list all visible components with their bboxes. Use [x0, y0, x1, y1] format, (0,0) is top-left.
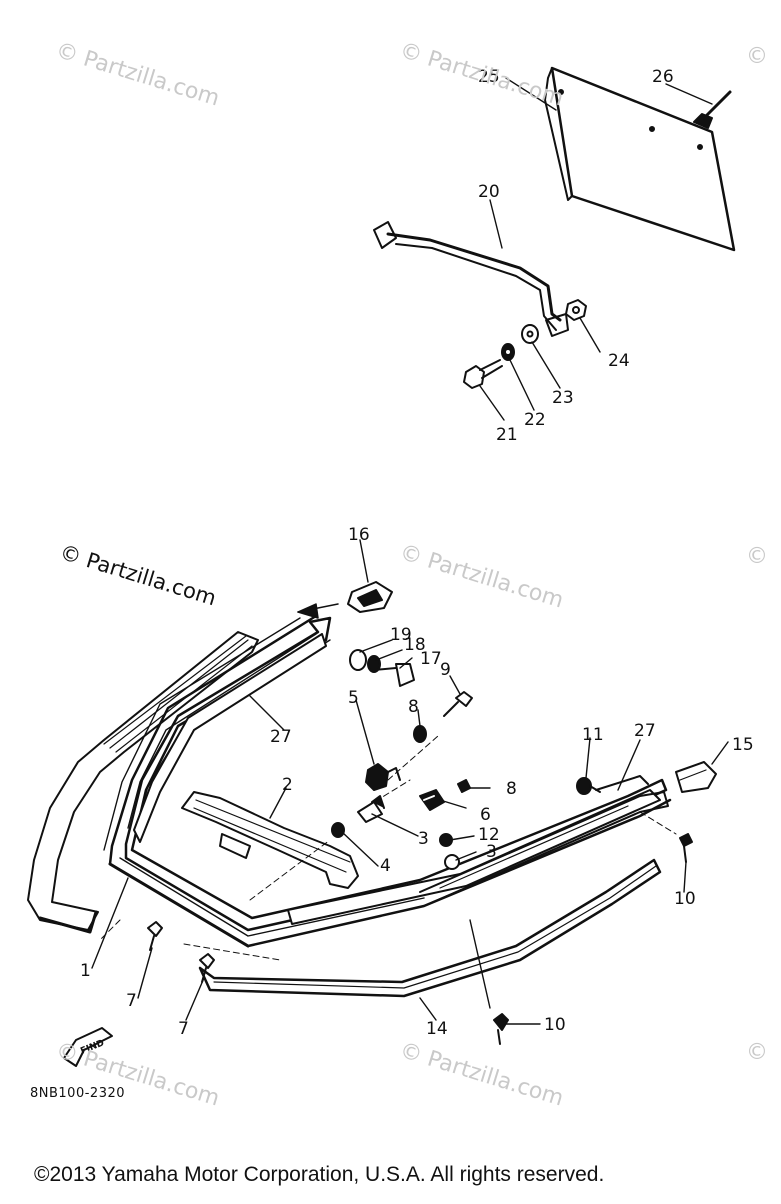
callout-9: 9 — [440, 660, 451, 680]
lower-leaders — [91, 539, 729, 1025]
main-frame — [103, 614, 672, 948]
direction-arrow — [297, 603, 339, 619]
clip-rivet — [693, 90, 732, 129]
callout-12: 12 — [478, 825, 500, 845]
plate-panel — [544, 66, 736, 252]
screw-10a — [679, 833, 693, 863]
watermark-edge: © — [746, 544, 768, 569]
screw-7a — [147, 921, 163, 951]
callout-2: 2 — [282, 775, 293, 795]
nut-24 — [565, 299, 587, 321]
callout-1: 1 — [80, 961, 91, 981]
callout-18: 18 — [404, 635, 426, 655]
copyright-notice: ©2013 Yamaha Motor Corporation, U.S.A. A… — [34, 1163, 605, 1186]
callout-7b: 7 — [178, 1019, 189, 1039]
nut-8b — [457, 779, 471, 793]
callout-3b: 3 — [486, 842, 497, 862]
spring-washer-22 — [501, 343, 515, 361]
callout-15: 15 — [732, 735, 754, 755]
grommet-11 — [576, 777, 601, 795]
callout-19: 19 — [390, 625, 412, 645]
screw-9 — [443, 691, 473, 717]
callout-10: 10 — [674, 889, 696, 909]
clip-6 — [419, 789, 445, 811]
clip-5 — [365, 763, 401, 791]
watermark-edge: © — [746, 44, 768, 69]
callout-10b: 10 — [544, 1015, 566, 1035]
trim-strip-left — [133, 633, 327, 843]
right-channel-rail — [419, 775, 669, 907]
washer-23 — [521, 324, 539, 344]
callout-7: 7 — [126, 991, 137, 1011]
lower-outer-rail — [198, 858, 662, 998]
callout-27a: 27 — [270, 727, 292, 747]
callout-11: 11 — [582, 725, 604, 745]
washer-4 — [331, 822, 345, 838]
callout-27b: 27 — [634, 721, 656, 741]
callout-3: 3 — [418, 829, 429, 849]
callout-6: 6 — [480, 805, 491, 825]
callout-4: 4 — [380, 856, 391, 876]
callout-26: 26 — [652, 67, 674, 87]
diagram-part-number: 8NB100-2320 — [30, 1086, 126, 1101]
center-bracket — [181, 791, 359, 889]
damper-3 — [357, 795, 385, 823]
washer-18 — [367, 655, 381, 673]
callout-5: 5 — [348, 688, 359, 708]
callouts: 25 26 20 24 23 22 21 16 19 18 17 9 8 5 2… — [80, 67, 754, 1039]
assembly-dashes — [99, 735, 677, 961]
callout-20: 20 — [478, 182, 500, 202]
callout-17: 17 — [420, 649, 442, 669]
callout-8: 8 — [408, 697, 419, 717]
upper-leaders — [479, 77, 713, 421]
bolt-21 — [463, 359, 503, 389]
callout-21: 21 — [496, 425, 518, 445]
stay-bracket — [373, 221, 569, 337]
washer-13 — [444, 854, 460, 870]
callout-8b: 8 — [506, 779, 517, 799]
grommet-16 — [347, 581, 393, 613]
washer-19 — [349, 649, 367, 671]
screw-10b — [493, 1013, 509, 1045]
callout-16: 16 — [348, 525, 370, 545]
watermark-edge: © — [746, 1040, 768, 1065]
callout-25: 25 — [478, 67, 500, 87]
callout-23: 23 — [552, 388, 574, 408]
callout-22: 22 — [524, 410, 546, 430]
outer-side-rail — [27, 631, 259, 934]
end-cap-15 — [675, 761, 717, 793]
nut-8 — [413, 725, 427, 743]
callout-24: 24 — [608, 351, 630, 371]
callout-14: 14 — [426, 1019, 448, 1039]
